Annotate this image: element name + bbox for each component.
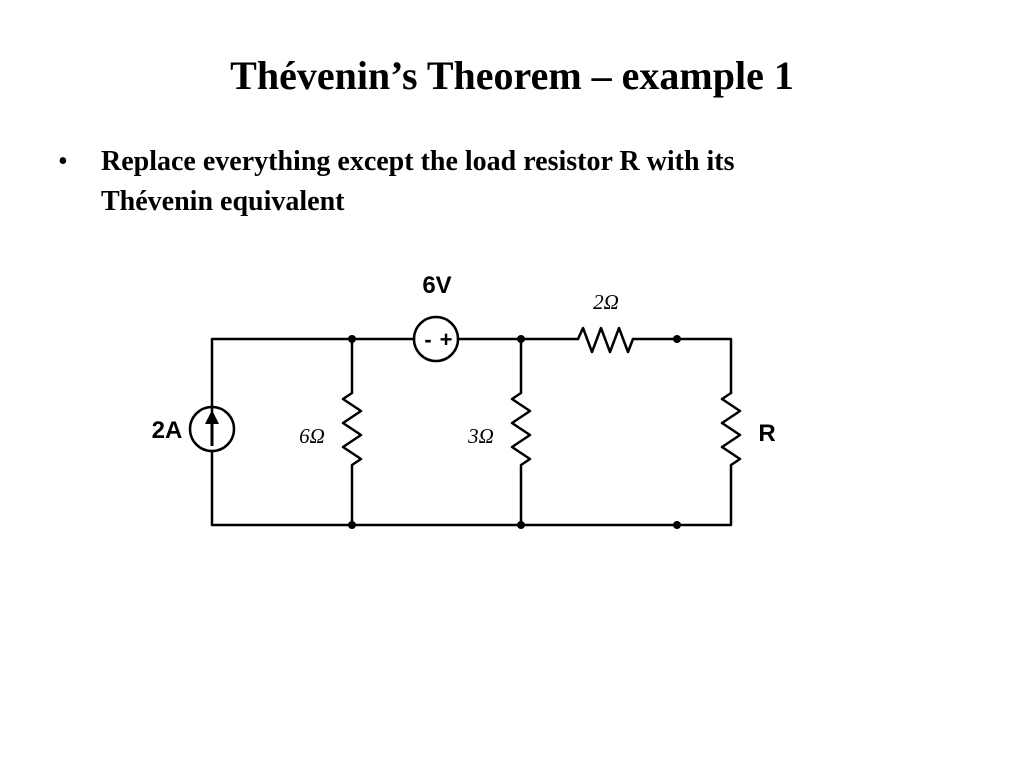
voltage-source-circle: [412, 315, 460, 363]
current-source-label: 2A: [152, 417, 183, 444]
junction-dot: [673, 335, 681, 343]
resistor-6-ohm-label: 6Ω: [299, 424, 325, 448]
junction-dot: [348, 335, 356, 343]
resistor-2-ohm: [576, 326, 635, 354]
junction-dot: [348, 521, 356, 529]
current-source-arrow-head: [205, 410, 219, 424]
slide-title: Thévenin’s Theorem – example 1: [230, 53, 794, 98]
voltage-source-label: 6V: [422, 272, 451, 299]
bullet-marker: •: [58, 146, 68, 177]
wire-top-right: [631, 337, 733, 395]
bullet-text-line-2: Thévenin equivalent: [101, 186, 345, 217]
junction-dot: [517, 521, 525, 529]
resistor-3-ohm: [510, 337, 532, 527]
voltage-source-plus: +: [440, 327, 453, 352]
resistor-load-label: R: [758, 420, 775, 447]
resistor-2-ohm-label: 2Ω: [593, 290, 619, 314]
junction-dot: [517, 335, 525, 343]
resistor-6-ohm: [341, 337, 363, 527]
bullet-list: • Replace everything except the load res…: [58, 142, 958, 222]
voltage-source-minus: -: [424, 327, 431, 352]
junction-dot: [673, 521, 681, 529]
bullet-text-line-1: Replace everything except the load resis…: [101, 146, 735, 177]
wire-top-left: [210, 337, 416, 431]
wire-bottom: [210, 449, 733, 527]
bullet-item: • Replace everything except the load res…: [58, 142, 958, 222]
resistor-3-ohm-label: 3Ω: [467, 424, 494, 448]
resistor-load: [720, 391, 742, 472]
current-source-circle: [188, 405, 236, 453]
